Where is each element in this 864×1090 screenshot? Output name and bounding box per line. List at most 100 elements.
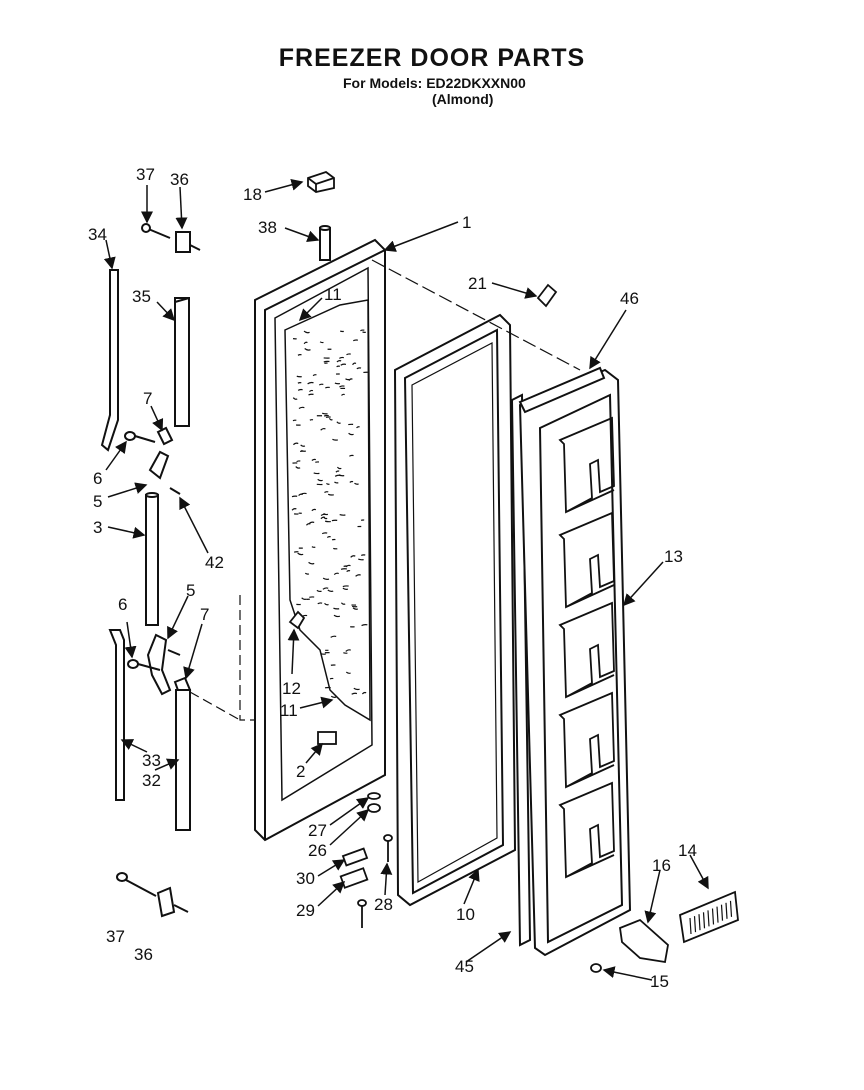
- foam-mark: [345, 671, 351, 674]
- door-shaft: [319, 225, 331, 261]
- foam-mark: [334, 382, 341, 385]
- foam-mark: [307, 381, 314, 385]
- foam-mark: [348, 378, 353, 381]
- callout-36-bottom: 36: [134, 945, 153, 964]
- foam-mark: [318, 383, 324, 386]
- foam-mark: [326, 536, 331, 538]
- foam-mark: [340, 363, 347, 366]
- callout-11-top: 11: [324, 285, 342, 304]
- foam-mark: [360, 329, 365, 332]
- foam-mark: [335, 470, 340, 473]
- foam-mark: [308, 393, 314, 396]
- foam-mark: [340, 568, 347, 570]
- liner-shelf: [558, 511, 615, 609]
- callout-14: 14: [678, 841, 697, 860]
- foam-mark: [343, 652, 348, 654]
- foam-mark: [332, 438, 338, 441]
- foam-mark: [303, 341, 308, 345]
- callout-28: 28: [374, 895, 393, 914]
- foam-mark: [352, 607, 359, 610]
- grille-slat: [689, 917, 692, 935]
- callout-26: 26: [308, 841, 327, 860]
- foam-mark: [354, 482, 359, 485]
- liner-shelf: [558, 781, 615, 879]
- foam-mark: [295, 466, 301, 469]
- callout-leaders: [103, 178, 709, 981]
- grille-slat: [707, 910, 710, 927]
- foam-mark: [358, 558, 364, 561]
- door-liner: [518, 366, 632, 957]
- callout-27: 27: [308, 821, 327, 840]
- grille-slat: [716, 906, 719, 923]
- foam-mark: [322, 587, 329, 590]
- model-color: (Almond): [432, 91, 494, 107]
- foam-mark: [345, 649, 351, 652]
- model-number: For Models: ED22DKXXN00: [343, 75, 526, 91]
- foam-mark: [313, 472, 320, 475]
- foam-mark: [298, 406, 305, 410]
- foam-mark: [349, 480, 354, 483]
- callout-6-top: 6: [93, 469, 102, 488]
- callout-34: 34: [88, 225, 107, 244]
- foam-mark: [317, 478, 323, 482]
- callout-46: 46: [620, 289, 639, 308]
- callout-37-bottom: 37: [106, 927, 125, 946]
- foam-mark: [298, 493, 303, 496]
- callout-13: 13: [664, 547, 683, 566]
- callout-30: 30: [296, 869, 315, 888]
- foam-mark: [327, 493, 334, 496]
- grille-slat: [729, 900, 733, 917]
- foam-mark: [309, 389, 314, 392]
- grille-slat: [720, 904, 724, 921]
- callout-35: 35: [132, 287, 151, 306]
- foam-mark: [308, 561, 315, 565]
- foam-mark: [311, 546, 316, 548]
- foam-mark: [333, 614, 341, 618]
- foam-mark: [326, 482, 330, 485]
- callout-11-lower: 11: [280, 701, 298, 720]
- callout-37-top: 37: [136, 165, 155, 184]
- foam-mark: [330, 695, 337, 698]
- foam-mark: [336, 360, 342, 363]
- foam-mark: [309, 521, 315, 524]
- foam-mark: [319, 341, 324, 344]
- foam-mark: [324, 520, 331, 523]
- foam-mark: [351, 692, 358, 695]
- callout-45: 45: [455, 957, 474, 976]
- foam-mark: [304, 572, 310, 575]
- foam-mark: [296, 375, 302, 378]
- foam-mark: [325, 386, 330, 389]
- callout-7-top: 7: [143, 389, 152, 408]
- foam-mark: [334, 481, 339, 484]
- foam-mark: [336, 421, 341, 424]
- callout-10: 10: [456, 905, 475, 924]
- liner-shelf: [558, 416, 615, 514]
- foam-mark: [327, 589, 334, 593]
- callout-18: 18: [243, 185, 262, 204]
- foam-mark: [301, 449, 307, 452]
- foam-mark: [346, 353, 351, 356]
- callout-labels: 37 36 18 38 1 34 35 11 21 46 7 6 5 3 42 …: [88, 165, 697, 991]
- foam-mark: [301, 597, 307, 601]
- foam-mark: [350, 555, 356, 558]
- part-21-plug: [536, 283, 558, 308]
- foam-mark: [361, 691, 367, 695]
- callout-21: 21: [468, 274, 487, 293]
- grille-slat: [711, 908, 715, 925]
- callout-5-top: 5: [93, 492, 102, 511]
- foam-mark: [297, 552, 304, 556]
- grille-slat: [702, 912, 706, 929]
- foam-mark: [324, 602, 329, 606]
- foam-mark: [300, 444, 306, 447]
- foam-mark: [304, 348, 311, 351]
- foam-mark: [291, 508, 297, 511]
- grille-slat: [725, 902, 728, 919]
- grille-slat: [698, 914, 701, 931]
- foam-mark: [339, 513, 346, 516]
- foam-mark: [296, 460, 301, 463]
- callout-42: 42: [205, 553, 224, 572]
- foam-mark: [292, 442, 299, 446]
- callout-36-top: 36: [170, 170, 189, 189]
- foam-mark: [316, 589, 322, 593]
